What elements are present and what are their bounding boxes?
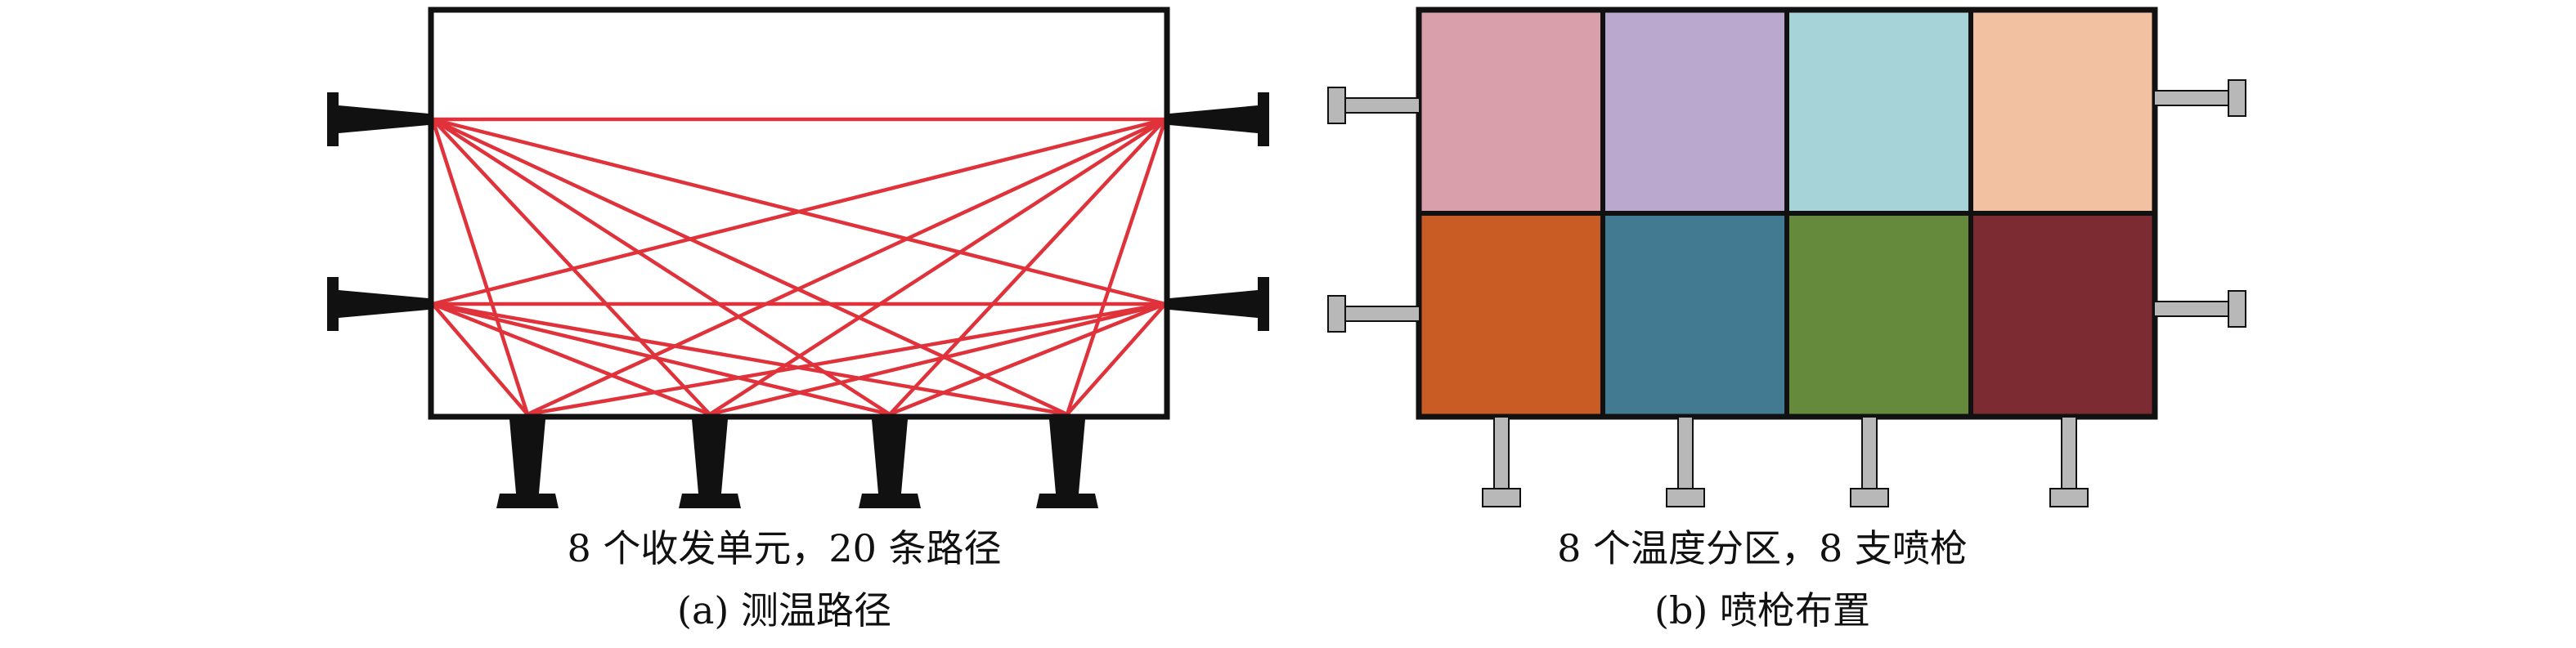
measurement-path-group <box>430 117 1168 417</box>
bottom-transceiver-icon <box>496 419 559 508</box>
measurement-path <box>431 118 711 416</box>
temperature-zone-4 <box>1971 10 2155 213</box>
measurement-path <box>432 302 711 417</box>
caption-b-zones-lances: 8 个温度分区，8 支喷枪 <box>1557 526 1968 570</box>
measurement-path <box>889 302 1166 417</box>
measurement-path <box>1066 302 1167 416</box>
bottom-transceiver-icon <box>859 419 921 508</box>
measurement-path <box>432 302 891 417</box>
spray-lance-icon <box>2153 290 2246 328</box>
left-transceiver-icon <box>327 277 429 331</box>
spray-lance-icon <box>1666 416 1705 507</box>
transceiver-group <box>327 92 1269 508</box>
measurement-path <box>430 118 530 415</box>
right-transceiver-icon <box>1169 277 1269 331</box>
measurement-path <box>888 118 1167 416</box>
spray-lance-icon <box>1850 416 1889 507</box>
measurement-path <box>431 302 529 416</box>
temperature-zone-1 <box>1419 10 1603 213</box>
spray-lance-icon <box>2049 416 2089 507</box>
caption-a-units-paths: 8 个收发单元，20 条路径 <box>567 526 1002 570</box>
temperature-zone-8 <box>1971 213 2155 417</box>
spray-lance-icon <box>1482 416 1521 507</box>
spray-lance-icon <box>2153 79 2246 117</box>
zone-grid-lines <box>1416 7 2158 420</box>
spray-lance-icon <box>1327 87 1420 124</box>
spray-lance-group <box>1327 79 2246 507</box>
measurement-path <box>1065 118 1168 415</box>
bottom-transceiver-icon <box>679 419 741 508</box>
temperature-zone-2 <box>1603 10 1787 213</box>
measurement-path <box>527 302 1166 417</box>
spray-lance-icon <box>1327 295 1420 333</box>
caption-b-title: (b) 喷枪布置 <box>1654 588 1870 632</box>
temperature-zone-group <box>1419 10 2155 417</box>
temperature-zone-6 <box>1603 213 1787 417</box>
temperature-zone-5 <box>1419 213 1603 417</box>
furnace-outline-a <box>428 7 1170 420</box>
temperature-zone-3 <box>1787 10 1971 213</box>
measurement-path <box>709 302 1166 417</box>
left-transceiver-icon <box>327 92 429 146</box>
panel-a-temperature-paths <box>327 7 1269 508</box>
measurement-path <box>432 302 1068 417</box>
measurement-path <box>432 117 1068 417</box>
panel-b-lance-layout <box>1327 7 2246 507</box>
caption-a-title: (a) 测温路径 <box>677 588 891 632</box>
temperature-zone-7 <box>1787 213 1971 417</box>
measurement-path <box>527 117 1166 417</box>
right-transceiver-icon <box>1169 92 1269 146</box>
measurement-path <box>708 118 1167 416</box>
measurement-path <box>432 117 1166 306</box>
bottom-transceiver-icon <box>1036 419 1098 508</box>
